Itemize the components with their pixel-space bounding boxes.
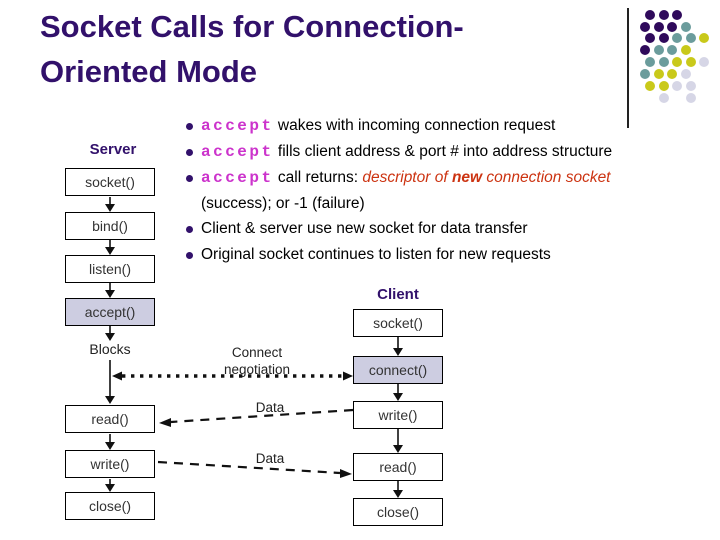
client-box-connect: connect() bbox=[353, 356, 443, 384]
decoration-dot bbox=[685, 93, 696, 103]
server-box-bind: bind() bbox=[65, 212, 155, 240]
client-box-read: read() bbox=[353, 453, 443, 481]
server-box-socket: socket() bbox=[65, 168, 155, 196]
decoration-dot bbox=[672, 10, 682, 20]
server-box-close: close() bbox=[65, 492, 155, 520]
decoration-dot bbox=[680, 69, 691, 79]
bullet-item: accept call returns: descriptor of new c… bbox=[180, 165, 611, 191]
decoration-dot bbox=[699, 33, 709, 43]
decoration-dot bbox=[680, 22, 691, 32]
blocks-label: Blocks bbox=[89, 341, 131, 357]
bullet-text-segment: connection socket bbox=[482, 169, 611, 186]
decoration-dot bbox=[667, 22, 677, 32]
bullet-text-segment: fills client address & port # into addre… bbox=[273, 143, 613, 160]
bullet-marker-icon bbox=[186, 123, 193, 130]
data-label-bottom: Data bbox=[255, 451, 285, 466]
decoration-dot bbox=[658, 81, 669, 91]
decoration-dot bbox=[653, 45, 664, 55]
decoration-dot bbox=[658, 57, 669, 67]
decoration-dot bbox=[667, 69, 677, 79]
bullet-text-segment: accept bbox=[201, 143, 274, 161]
bullet-text: accept fills client address & port # int… bbox=[201, 139, 612, 165]
decoration-dot bbox=[685, 81, 696, 91]
decoration-dot bbox=[685, 57, 696, 67]
bullet-text-segment: wakes with incoming connection request bbox=[273, 117, 556, 134]
decoration-dot bbox=[667, 45, 677, 55]
bullet-text-segment: Client & server use new socket for data … bbox=[201, 220, 528, 237]
decoration-dot bbox=[653, 22, 664, 32]
connect-negotiation-label-line2: negotiation bbox=[223, 362, 291, 377]
bullet-marker-icon bbox=[186, 175, 193, 182]
client-box-close: close() bbox=[353, 498, 443, 526]
slide-title: Socket Calls for Connection- Oriented Mo… bbox=[40, 4, 620, 94]
bullet-text: accept wakes with incoming connection re… bbox=[201, 113, 555, 139]
bullet-text: Client & server use new socket for data … bbox=[201, 216, 528, 242]
bullet-item: accept fills client address & port # int… bbox=[180, 139, 612, 165]
decoration-dot bbox=[680, 45, 691, 55]
bullet-item: Client & server use new socket for data … bbox=[180, 216, 528, 242]
client-box-write: write() bbox=[353, 401, 443, 429]
bullet-text-segment: call returns: bbox=[273, 169, 363, 186]
decoration-dot bbox=[672, 33, 682, 43]
decoration-dot bbox=[645, 10, 655, 20]
server-box-read: read() bbox=[65, 405, 155, 433]
client-box-socket: socket() bbox=[353, 309, 443, 337]
bullet-marker-icon bbox=[186, 149, 193, 156]
decoration-dot bbox=[658, 33, 669, 43]
decoration-dot bbox=[640, 22, 650, 32]
bullet-text-segment: accept bbox=[201, 169, 274, 187]
server-box-listen: listen() bbox=[65, 255, 155, 283]
connect-negotiation-label-line1: Connect bbox=[231, 345, 283, 360]
data-label-top: Data bbox=[255, 400, 285, 415]
bullet-text-segment: (success); or -1 (failure) bbox=[201, 195, 365, 212]
decoration-dot bbox=[658, 93, 669, 103]
decoration-dot bbox=[699, 57, 709, 67]
bullet-text-segment: Original socket continues to listen for … bbox=[201, 246, 551, 263]
slide-title-line2: Oriented Mode bbox=[40, 54, 258, 89]
decoration-dot bbox=[645, 81, 655, 91]
server-box-accept: accept() bbox=[65, 298, 155, 326]
decoration-divider-line bbox=[627, 8, 629, 128]
bullet-text: accept call returns: descriptor of new c… bbox=[201, 165, 611, 191]
server-label: Server bbox=[89, 141, 137, 158]
bullet-text-segment: new bbox=[451, 169, 483, 186]
decoration-dot bbox=[645, 33, 655, 43]
slide-title-line1: Socket Calls for Connection- bbox=[40, 9, 464, 44]
bullet-item: accept wakes with incoming connection re… bbox=[180, 113, 555, 139]
bullet-text-segment: descriptor of bbox=[362, 169, 452, 186]
bullet-marker-icon bbox=[186, 252, 193, 259]
bullet-text-segment: accept bbox=[201, 117, 274, 135]
decoration-dot bbox=[672, 57, 682, 67]
decoration-dot bbox=[685, 33, 696, 43]
decoration-dot bbox=[658, 10, 669, 20]
client-label: Client bbox=[377, 286, 419, 303]
decoration-dot bbox=[640, 69, 650, 79]
decoration-dot-grid bbox=[0, 0, 720, 140]
decoration-dot bbox=[653, 69, 664, 79]
bullet-item: Original socket continues to listen for … bbox=[180, 242, 551, 268]
decoration-dot bbox=[645, 57, 655, 67]
bullet-marker-icon bbox=[186, 226, 193, 233]
decoration-dot bbox=[640, 45, 650, 55]
server-box-write: write() bbox=[65, 450, 155, 478]
bullet-text: (success); or -1 (failure) bbox=[201, 191, 365, 217]
decoration-dot bbox=[672, 81, 682, 91]
bullet-text: Original socket continues to listen for … bbox=[201, 242, 551, 268]
bullet-item: (success); or -1 (failure) bbox=[180, 191, 365, 217]
